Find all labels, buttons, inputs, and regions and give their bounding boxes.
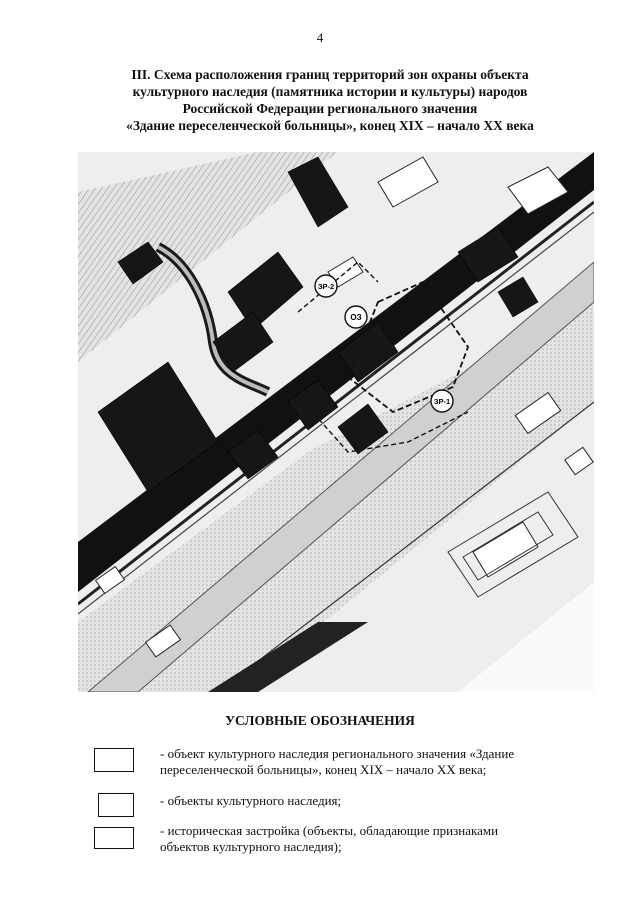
legend-text-historic-buildings: - историческая застройка (объекты, облад… bbox=[160, 823, 580, 855]
title-line-3: Российской Федерации регионального значе… bbox=[182, 101, 478, 116]
legend-item-historic-buildings: - историческая застройка (объекты, облад… bbox=[94, 823, 594, 857]
legend-symbol-main-object bbox=[94, 748, 134, 772]
building-top bbox=[287, 156, 349, 228]
legend-text-line: - историческая застройка (объекты, облад… bbox=[160, 823, 499, 838]
railway-track bbox=[78, 200, 594, 606]
legend-text-main-object: - объект культурного наследия региональн… bbox=[160, 746, 580, 778]
zone-label-oz: ОЗ bbox=[344, 305, 368, 329]
title-line-1: III. Схема расположения границ территори… bbox=[131, 67, 529, 82]
page-title: III. Схема расположения границ территори… bbox=[60, 66, 600, 134]
page-number: 4 bbox=[316, 30, 324, 45]
legend-text-line: переселенческой больницы», конец XIX – н… bbox=[160, 762, 487, 777]
legend-item-heritage-objects: - объекты культурного наследия; bbox=[94, 793, 594, 819]
legend-item-main-object: - объект культурного наследия региональн… bbox=[94, 746, 594, 780]
zone-label-zr1-text: ЗР-1 bbox=[434, 397, 450, 406]
building-center bbox=[337, 321, 399, 383]
zone-label-zr2: ЗР-2 bbox=[314, 274, 338, 298]
railway-edge bbox=[78, 211, 594, 615]
legend-title: УСЛОВНЫЕ ОБОЗНАЧЕНИЯ bbox=[225, 713, 415, 728]
urban-area-upper bbox=[78, 152, 338, 362]
legend-symbol-historic-buildings bbox=[94, 827, 134, 849]
zone-label-zr2-text: ЗР-2 bbox=[318, 282, 334, 291]
outlined-buildings bbox=[94, 156, 594, 658]
lower-strip bbox=[208, 622, 368, 692]
protection-zones-map: ЗР-2 ОЗ ЗР-1 bbox=[78, 152, 594, 692]
map-blank-corner bbox=[458, 582, 594, 692]
zone-boundary-zr2 bbox=[297, 261, 379, 313]
zone-boundary-oz bbox=[346, 280, 470, 414]
legend-text-line: - объект культурного наследия региональн… bbox=[160, 746, 515, 761]
map-drawing: ЗР-2 ОЗ ЗР-1 bbox=[78, 152, 594, 692]
title-line-4: «Здание переселенческой больницы», конец… bbox=[126, 118, 534, 133]
road-edge-lower bbox=[217, 401, 594, 692]
zone-boundary-zr1 bbox=[307, 406, 469, 453]
building-large-left bbox=[97, 361, 219, 493]
industrial-block bbox=[447, 491, 579, 598]
legend-symbol-heritage-objects bbox=[98, 793, 134, 817]
buildings bbox=[97, 156, 539, 493]
legend-text-line: - объекты культурного наследия; bbox=[160, 793, 342, 808]
legend-text-line: объектов культурного наследия); bbox=[160, 839, 342, 854]
legend-text-heritage-objects: - объекты культурного наследия; bbox=[160, 793, 580, 809]
title-line-2: культурного наследия (памятника истории … bbox=[132, 84, 528, 99]
road bbox=[87, 261, 594, 692]
zone-label-zr1: ЗР-1 bbox=[430, 389, 454, 413]
zone-label-oz-text: ОЗ bbox=[350, 313, 361, 322]
